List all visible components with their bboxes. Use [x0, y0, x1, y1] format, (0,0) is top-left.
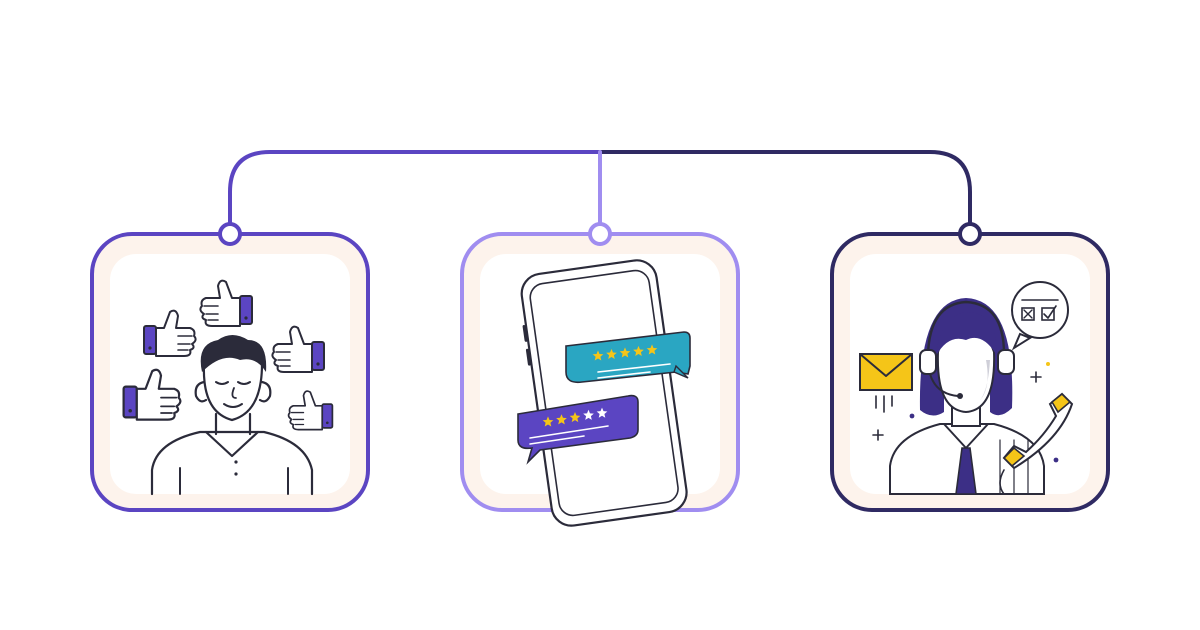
star-icon	[592, 350, 604, 361]
connector-lines	[228, 150, 972, 234]
review-bubble-top	[565, 331, 691, 384]
star-icon	[619, 347, 631, 358]
review-stars-top	[592, 344, 658, 361]
star-icon	[569, 412, 581, 423]
panel-reviews	[460, 232, 740, 527]
star-icon	[606, 348, 617, 360]
panel-likes	[90, 232, 370, 512]
thumbs-up-icon	[122, 368, 182, 421]
person-with-thumbs-up-icon	[150, 335, 314, 496]
connector-knob-left	[218, 222, 242, 246]
envelope-icon	[859, 353, 913, 413]
connector-knob-right	[958, 222, 982, 246]
customer-support-agent-icon	[859, 281, 1074, 495]
connector-left	[228, 150, 602, 234]
star-icon	[596, 407, 608, 418]
review-stars-bottom	[542, 407, 608, 427]
star-icon	[583, 409, 594, 420]
thumbs-up-group	[122, 279, 334, 431]
panel-support	[830, 232, 1110, 512]
thumbs-up-icon	[271, 325, 325, 373]
star-icon	[633, 345, 644, 357]
star-icon	[542, 416, 554, 427]
review-bubble-bottom	[517, 394, 639, 465]
connector-knob-middle	[588, 222, 612, 246]
thumbs-up-icon	[143, 309, 197, 357]
connector-knobs	[218, 222, 982, 246]
phone-handset-icon	[999, 392, 1074, 495]
star-icon	[646, 344, 658, 355]
phone-star-reviews-icon	[517, 259, 691, 527]
thumbs-up-icon	[199, 279, 253, 327]
star-icon	[556, 414, 567, 425]
checklist-bubble-icon	[1011, 281, 1069, 351]
thumbs-up-icon	[287, 390, 334, 431]
connector-right	[598, 150, 972, 234]
